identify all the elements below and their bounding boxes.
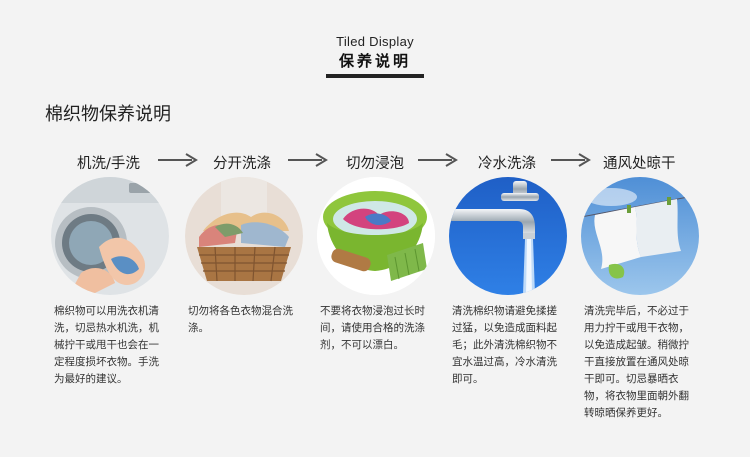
step-label-4: 冷水洗涤 bbox=[478, 156, 536, 172]
section-title: 棉织物保养说明 bbox=[45, 104, 171, 125]
soaking-basin-photo bbox=[317, 177, 435, 295]
step-label-1: 机洗/手洗 bbox=[77, 156, 140, 172]
washing-machine-photo bbox=[51, 177, 169, 295]
step-desc-5: 清洗完毕后，不必过于用力拧干或甩干衣物，以免造成起皱。稍微拧干直接放置在通风处晾… bbox=[584, 305, 689, 419]
laundry-basket-photo bbox=[185, 177, 303, 295]
header-underline bbox=[326, 74, 424, 78]
header-en-title: Tiled Display bbox=[336, 34, 414, 49]
right-arrow-icon bbox=[551, 153, 591, 167]
step-label-3: 切勿浸泡 bbox=[346, 156, 404, 172]
right-arrow-icon bbox=[418, 153, 458, 167]
step-desc-2: 切勿将各色衣物混合洗涤。 bbox=[188, 305, 293, 334]
step-label-5: 通风处晾干 bbox=[603, 156, 676, 172]
right-arrow-icon bbox=[288, 153, 328, 167]
step-desc-4: 清洗棉织物请避免揉搓过猛，以免造成面料起毛；此外清洗棉织物不宜水温过高，冷水清洗… bbox=[452, 305, 557, 385]
step-label-2: 分开洗涤 bbox=[213, 156, 271, 172]
step-desc-3: 不要将衣物浸泡过长时间，请使用合格的洗涤剂，不可以漂白。 bbox=[320, 305, 425, 351]
right-arrow-icon bbox=[158, 153, 198, 167]
page-header: Tiled Display 保养说明 bbox=[0, 34, 750, 78]
drying-clothes-photo bbox=[581, 177, 699, 295]
running-faucet-photo bbox=[449, 177, 567, 295]
header-zh-title: 保养说明 bbox=[338, 52, 411, 70]
step-desc-1: 棉织物可以用洗衣机清洗，切忌热水机洗，机械拧干或甩干也会在一定程度损坏衣物。手洗… bbox=[54, 305, 159, 385]
